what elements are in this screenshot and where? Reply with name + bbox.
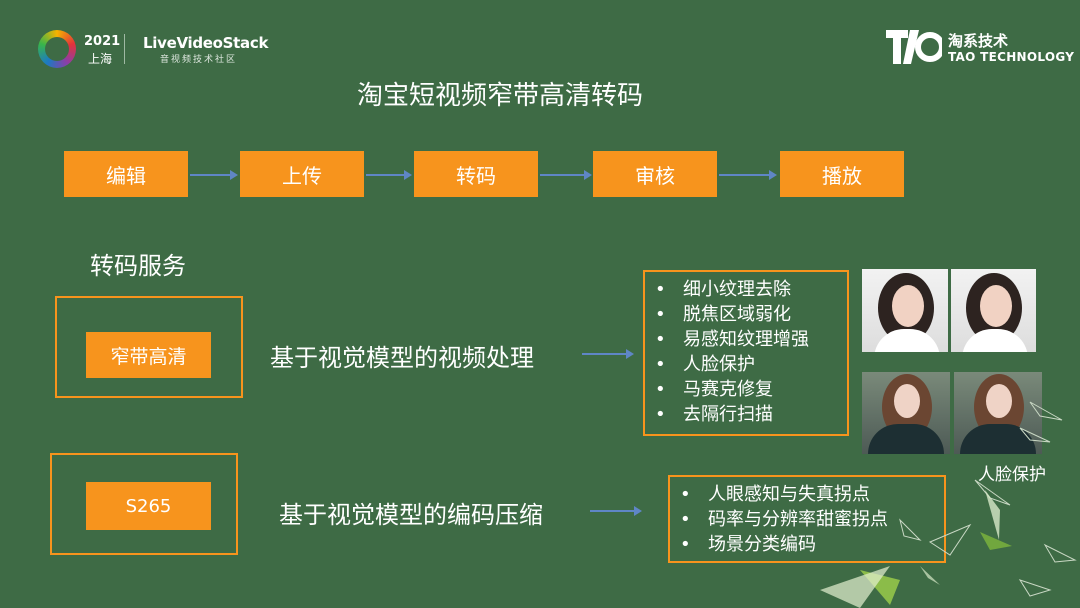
portrait-photo-before [862,372,950,454]
video-processing-description: 基于视觉模型的视频处理 [270,344,534,372]
portrait-photo-after [954,372,1042,454]
conference-city: 上海 [88,52,113,66]
encoding-list: 人眼感知与失真拐点 码率与分辨率甜蜜拐点 场景分类编码 [668,476,898,563]
list-item: 马赛克修复 [655,377,809,402]
list-item: 人脸保护 [655,352,809,377]
s265-tag: S265 [86,482,211,530]
encoding-list-frame [668,475,946,563]
tao-logo-mark-icon [886,30,942,64]
s265-frame [50,453,238,555]
pipeline-step-review: 审核 [593,151,717,197]
encoding-compression-description: 基于视觉模型的编码压缩 [279,501,543,529]
livevideostack-logo-text: LiveVideoStack [143,34,269,52]
pipeline-step-play: 播放 [780,151,904,197]
photo-caption: 人脸保护 [978,465,1046,485]
list-item: 脱焦区域弱化 [655,302,809,327]
pipeline-arrow-icon [540,170,592,180]
decorative-paper-planes-icon [820,401,1077,608]
pipeline-step-transcode: 转码 [414,151,538,197]
pipeline-step-edit: 编辑 [64,151,188,197]
conference-year: 2021 [84,34,121,49]
face-photo-before [862,269,948,352]
row2-arrow-icon [590,506,642,516]
row1-arrow-icon [582,349,634,359]
list-item: 场景分类编码 [680,532,888,557]
list-item: 易感知纹理增强 [655,327,809,352]
pipeline-arrow-icon [190,170,238,180]
livevideostack-logo-subtitle: 音视频技术社区 [160,55,238,65]
tao-logo-chinese: 淘系技术 [948,32,1009,50]
list-item: 码率与分辨率甜蜜拐点 [680,507,888,532]
list-item: 人眼感知与失真拐点 [680,482,888,507]
pipeline-step-upload: 上传 [240,151,364,197]
slide-title: 淘宝短视频窄带高清转码 [356,81,643,111]
list-item: 去隔行扫描 [655,402,809,427]
header-divider [124,34,125,64]
narrowband-hd-tag: 窄带高清 [86,332,211,378]
pipeline-arrow-icon [719,170,777,180]
pipeline-arrow-icon [366,170,412,180]
list-item: 细小纹理去除 [655,277,809,302]
section-title: 转码服务 [90,252,186,280]
video-processing-list: 细小纹理去除 脱焦区域弱化 易感知纹理增强 人脸保护 马赛克修复 去隔行扫描 [643,271,819,433]
narrowband-hd-frame [55,296,243,398]
tao-logo-english: TAO TECHNOLOGY [948,50,1075,64]
video-processing-list-frame [643,270,849,436]
face-photo-after [951,269,1036,352]
